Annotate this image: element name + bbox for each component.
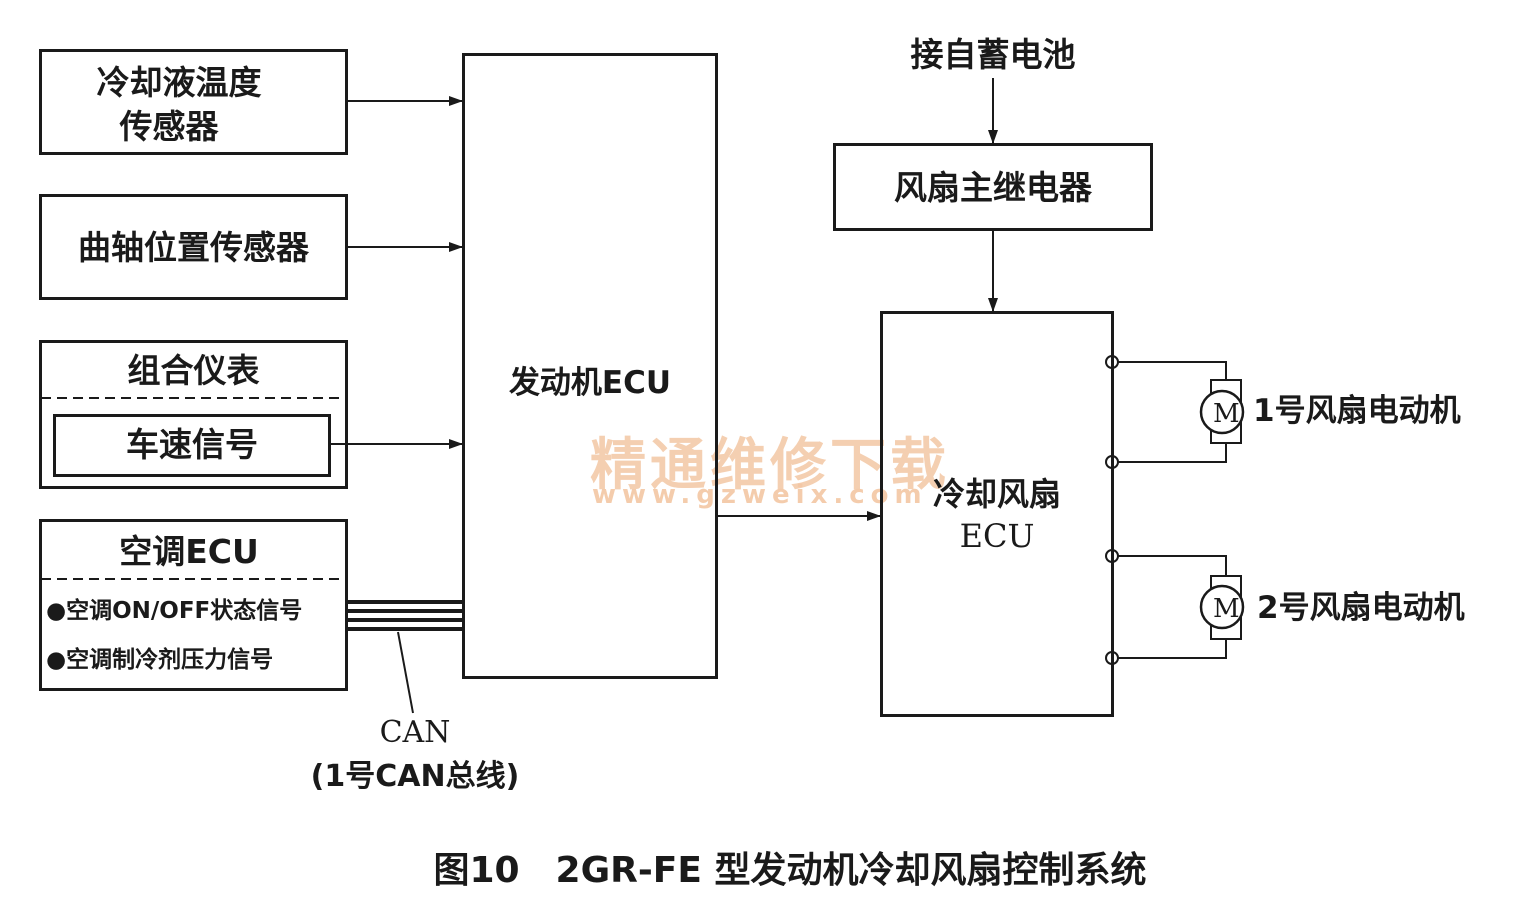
can-sublabel: (1号CAN总线): [310, 759, 520, 794]
motor-1-label: 1号风扇电动机: [1253, 393, 1461, 429]
crank-sensor-box: [39, 194, 348, 300]
engine-ecu-label: 发动机ECU: [508, 365, 672, 401]
ac-item-onoff: ●空调ON/OFF状态信号: [46, 598, 303, 624]
motor-2-symbol: [1199, 575, 1245, 640]
can-label: CAN: [379, 715, 451, 750]
cooling-fan-ecu-box: [880, 311, 1114, 717]
can-bus-lines: [348, 600, 462, 631]
vehicle-speed-box: [53, 414, 331, 477]
watermark-url: www.gzweix.com: [592, 480, 928, 510]
motor-1-symbol-letter: M: [1213, 399, 1240, 429]
motor-2-label: 2号风扇电动机: [1257, 590, 1465, 626]
coolant-sensor-label-2: 传感器: [119, 107, 219, 146]
crank-sensor-label: 曲轴位置传感器: [78, 228, 309, 267]
combination-meter-label: 组合仪表: [127, 351, 260, 390]
vehicle-speed-label: 车速信号: [126, 425, 258, 464]
engine-ecu-box: [462, 53, 718, 679]
coolant-sensor-label-1: 冷却液温度: [96, 63, 262, 102]
fan-main-relay-label: 风扇主继电器: [894, 168, 1092, 207]
motor-2-wiring: [1118, 555, 1227, 659]
motor-2-symbol-letter: M: [1213, 594, 1240, 624]
watermark-text: 精通维修下载: [590, 433, 950, 498]
cooling-fan-ecu-label-1: 冷却风扇: [932, 475, 1061, 513]
ac-ecu-box: [39, 519, 348, 691]
figure-caption: 图10 2GR-FE 型发动机冷却风扇控制系统: [433, 850, 1147, 891]
combination-meter-box: [39, 340, 348, 489]
ac-item-pressure: ●空调制冷剂压力信号: [46, 647, 274, 673]
coolant-sensor-box: [39, 49, 348, 155]
fan-main-relay-box: [833, 143, 1153, 231]
motor-1-wiring: [1118, 361, 1227, 463]
cooling-fan-ecu-label-2: ECU: [959, 517, 1035, 555]
ac-ecu-label: 空调ECU: [119, 532, 259, 571]
battery-label: 接自蓄电池: [910, 35, 1076, 74]
can-leader-line: [397, 631, 414, 714]
motor-1-symbol: [1199, 379, 1245, 444]
